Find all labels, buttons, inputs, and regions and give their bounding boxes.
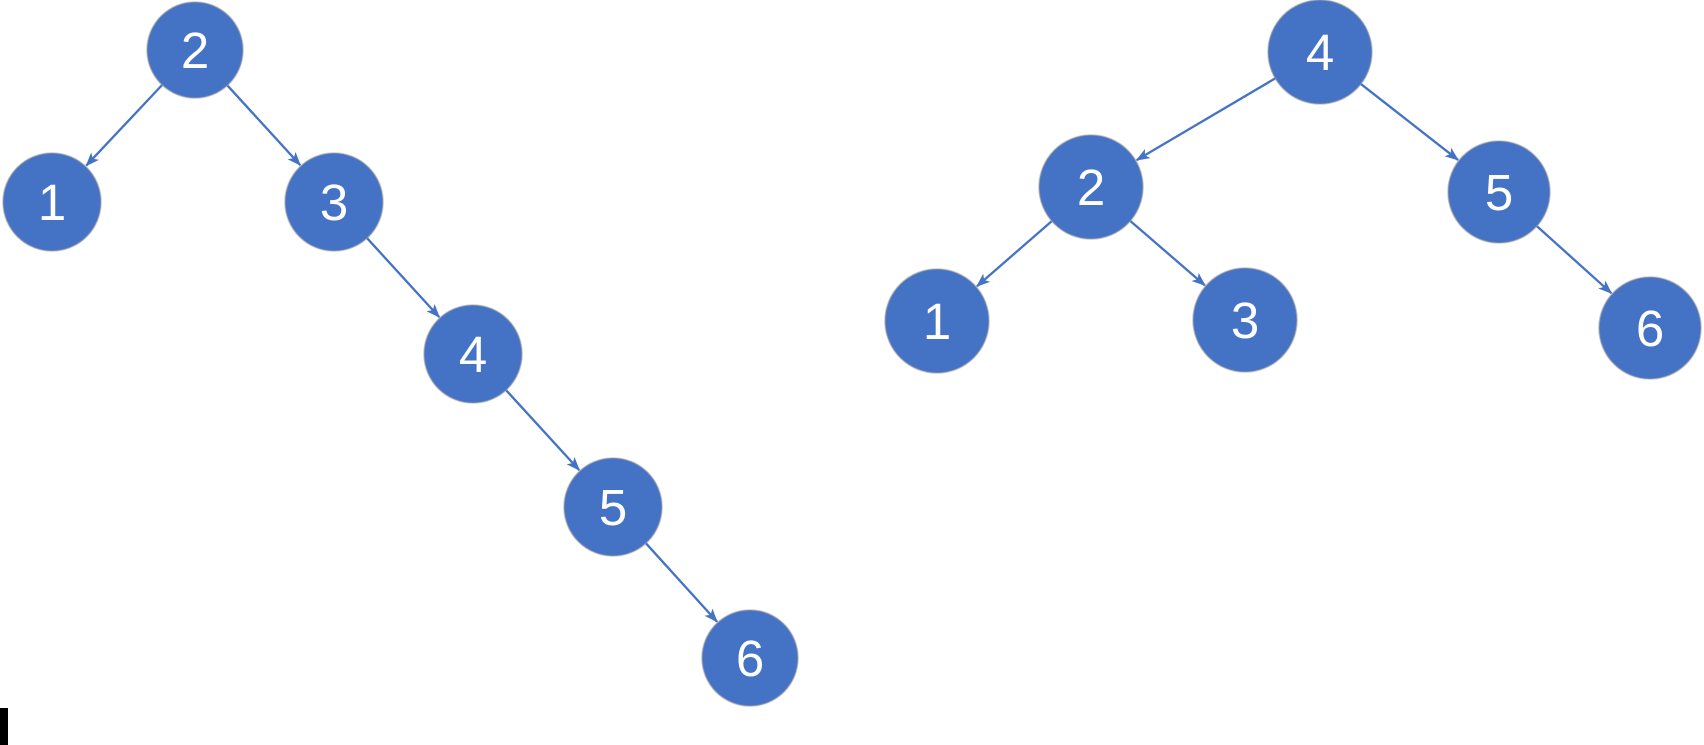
node-label: 1: [38, 174, 66, 231]
node-circle: [1192, 267, 1298, 373]
node-circle: [1447, 140, 1551, 244]
node-circle: [563, 457, 663, 557]
node-circle: [1038, 134, 1144, 240]
edge-5-to-6: [644, 541, 718, 623]
edge-2-to-3: [1128, 219, 1206, 287]
node-label: 4: [1306, 24, 1334, 81]
node-label: 6: [1636, 300, 1664, 357]
node-circle: [884, 268, 990, 374]
edge-2-to-3: [225, 83, 302, 166]
edge-2-to-1: [976, 219, 1054, 288]
tree-node-2: 2: [146, 1, 244, 99]
node-label: 5: [599, 479, 627, 536]
node-label: 1: [923, 293, 951, 350]
node-circle: [1267, 0, 1373, 105]
tree-right-balanced-tree: 4 2 5 1 3 6: [884, 0, 1702, 380]
tree-node-4: 4: [1267, 0, 1373, 105]
node-label: 2: [1077, 159, 1105, 216]
tree-node-3: 3: [1192, 267, 1298, 373]
node-circle: [1598, 276, 1702, 380]
node-label: 3: [1231, 292, 1259, 349]
node-circle: [284, 152, 384, 252]
tree-node-5: 5: [563, 457, 663, 557]
node-label: 2: [181, 22, 209, 79]
node-circle: [423, 304, 523, 404]
node-label: 4: [459, 326, 487, 383]
black-bar-artifact: [0, 708, 8, 745]
node-circle: [701, 609, 799, 707]
trees-layer: 2 1 3 4 5 6 4 2 5 1 3 6: [2, 0, 1702, 707]
tree-node-6: 6: [1598, 276, 1702, 380]
tree-node-6: 6: [701, 609, 799, 707]
edge-4-to-2: [1135, 76, 1277, 162]
tree-left-skewed-tree: 2 1 3 4 5 6: [2, 1, 799, 707]
tree-node-4: 4: [423, 304, 523, 404]
tree-node-5: 5: [1447, 140, 1551, 244]
tree-node-1: 1: [884, 268, 990, 374]
tree-node-3: 3: [284, 152, 384, 252]
tree-node-1: 1: [2, 152, 102, 252]
edge-3-to-4: [365, 236, 441, 318]
edge-4-to-5: [1359, 82, 1459, 161]
node-circle: [2, 152, 102, 252]
tree-node-2: 2: [1038, 134, 1144, 240]
node-label: 3: [320, 174, 348, 231]
edge-4-to-5: [504, 388, 581, 471]
node-label: 5: [1485, 164, 1513, 221]
edge-2-to-1: [85, 83, 164, 167]
node-label: 6: [736, 630, 764, 687]
edge-5-to-6: [1535, 224, 1613, 295]
node-circle: [146, 1, 244, 99]
